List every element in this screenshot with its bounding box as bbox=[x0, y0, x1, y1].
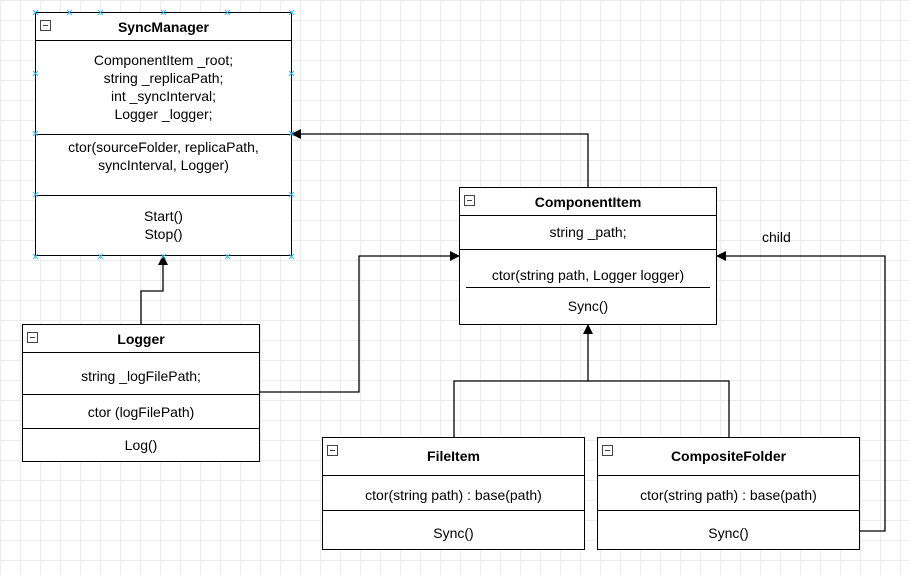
class-methods: Sync() bbox=[460, 288, 716, 315]
class-syncmanager-header[interactable]: SyncManager bbox=[36, 13, 291, 41]
collapse-icon[interactable] bbox=[464, 195, 475, 206]
class-fields: string _logFilePath; bbox=[23, 353, 259, 394]
class-methods: Log() bbox=[23, 429, 259, 454]
class-logger-header[interactable]: Logger bbox=[23, 325, 259, 353]
class-methods: Start() Stop() bbox=[36, 196, 291, 243]
constructor-line: ctor(string path, Logger logger) bbox=[491, 267, 685, 283]
constructor-line: syncInterval, Logger) bbox=[98, 157, 229, 173]
collapse-icon[interactable] bbox=[40, 20, 51, 31]
class-methods: Sync() bbox=[598, 511, 859, 542]
divider bbox=[598, 510, 859, 511]
class-title: ComponentItem bbox=[534, 194, 642, 210]
constructor-line: ctor (logFilePath) bbox=[87, 404, 195, 420]
field: string _logFilePath; bbox=[81, 368, 201, 384]
edge-logger-to-syncmanager bbox=[140, 255, 168, 324]
field: string _replicaPath; bbox=[103, 70, 224, 86]
selection-handle[interactable] bbox=[288, 9, 295, 16]
selection-handle[interactable] bbox=[32, 253, 39, 260]
method: Stop() bbox=[144, 226, 183, 242]
constructor-line: ctor(sourceFolder, replicaPath, bbox=[68, 139, 259, 155]
selection-handle[interactable] bbox=[32, 191, 39, 198]
divider bbox=[323, 510, 584, 511]
collapse-icon[interactable] bbox=[27, 332, 38, 343]
edge-componentitem-to-syncmanager bbox=[291, 129, 589, 187]
class-title: SyncManager bbox=[117, 19, 210, 35]
method: Log() bbox=[124, 437, 158, 453]
field: int _syncInterval; bbox=[110, 88, 217, 104]
selection-handle[interactable] bbox=[97, 253, 104, 260]
edge-compositefolder-child bbox=[716, 251, 886, 532]
selection-handle[interactable] bbox=[288, 130, 295, 137]
collapse-icon[interactable] bbox=[327, 445, 338, 456]
selection-handle[interactable] bbox=[32, 70, 39, 77]
class-componentitem-header[interactable]: ComponentItem bbox=[460, 188, 716, 216]
selection-handle[interactable] bbox=[160, 253, 167, 260]
class-constructor: ctor(sourceFolder, replicaPath, syncInte… bbox=[36, 135, 291, 195]
selection-handle[interactable] bbox=[224, 253, 231, 260]
class-title: CompositeFolder bbox=[670, 448, 787, 464]
method: Sync() bbox=[708, 525, 749, 541]
divider bbox=[460, 249, 716, 250]
class-title: FileItem bbox=[427, 448, 480, 464]
divider bbox=[23, 394, 259, 395]
selection-handle[interactable] bbox=[224, 9, 231, 16]
edge-label-child: child bbox=[762, 229, 791, 245]
selection-handle[interactable] bbox=[97, 9, 104, 16]
selection-handle[interactable] bbox=[288, 253, 295, 260]
edge-logger-to-componentitem bbox=[259, 251, 460, 393]
constructor-line: ctor(string path) : base(path) bbox=[640, 487, 817, 503]
edge-fileitem-to-componentitem bbox=[453, 324, 593, 437]
class-constructor: ctor (logFilePath) bbox=[23, 395, 259, 428]
divider bbox=[466, 287, 710, 288]
constructor-line: ctor(string path) : base(path) bbox=[365, 487, 542, 503]
selection-handle[interactable] bbox=[66, 9, 73, 16]
class-compositefolder-header[interactable]: CompositeFolder bbox=[598, 438, 859, 476]
class-constructor: ctor(string path) : base(path) bbox=[598, 476, 859, 510]
selection-handle[interactable] bbox=[288, 70, 295, 77]
class-compositefolder[interactable]: CompositeFolder ctor(string path) : base… bbox=[597, 437, 860, 550]
selection-handle[interactable] bbox=[32, 130, 39, 137]
class-title: Logger bbox=[117, 331, 165, 347]
class-syncmanager[interactable]: SyncManager ComponentItem _root; string … bbox=[35, 12, 292, 256]
selection-handle[interactable] bbox=[32, 9, 39, 16]
field: Logger _logger; bbox=[114, 106, 213, 122]
edge-compositefolder-to-componentitem bbox=[588, 380, 730, 437]
class-fields: ComponentItem _root; string _replicaPath… bbox=[36, 41, 291, 134]
method: Sync() bbox=[567, 298, 609, 314]
class-fileitem-header[interactable]: FileItem bbox=[323, 438, 584, 476]
class-logger[interactable]: Logger string _logFilePath; ctor (logFil… bbox=[22, 324, 260, 462]
divider bbox=[36, 134, 291, 135]
selection-handle[interactable] bbox=[288, 191, 295, 198]
divider bbox=[36, 195, 291, 196]
class-constructor: ctor(string path) : base(path) bbox=[323, 476, 584, 510]
class-fileitem[interactable]: FileItem ctor(string path) : base(path) … bbox=[322, 437, 585, 550]
class-constructor: ctor(string path, Logger logger) bbox=[460, 250, 716, 287]
method: Start() bbox=[144, 208, 183, 224]
method: Sync() bbox=[433, 525, 474, 541]
selection-handle[interactable] bbox=[160, 9, 167, 16]
divider bbox=[23, 428, 259, 429]
field: string _path; bbox=[549, 224, 627, 240]
class-componentitem[interactable]: ComponentItem string _path; ctor(string … bbox=[459, 187, 717, 325]
class-fields: string _path; bbox=[460, 216, 716, 249]
collapse-icon[interactable] bbox=[602, 445, 613, 456]
class-methods: Sync() bbox=[323, 511, 584, 542]
field: ComponentItem _root; bbox=[93, 52, 234, 68]
